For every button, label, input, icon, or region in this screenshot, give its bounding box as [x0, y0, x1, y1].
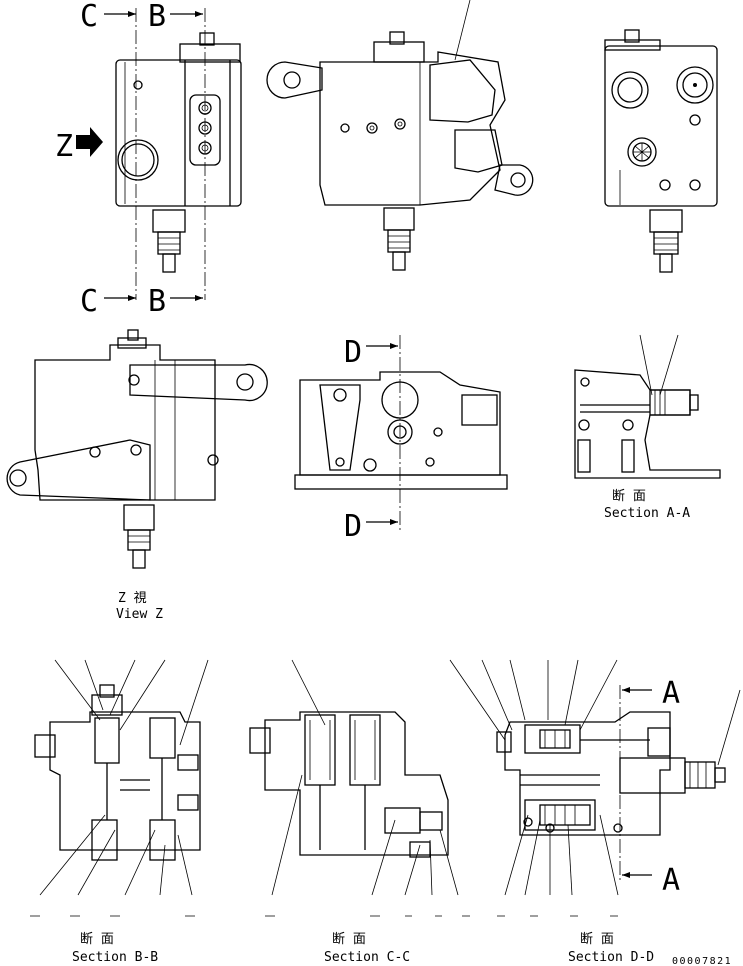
- section-c-c-caption: Section C-C: [324, 950, 410, 965]
- drawing-number: 00007821: [672, 956, 732, 966]
- section-a-a-caption: Section A-A: [604, 506, 690, 521]
- section-c-c: 断 面 Section C-C: [249, 659, 459, 965]
- rear-view: [604, 29, 718, 273]
- cut-label-c-top: C: [80, 0, 98, 34]
- section-c-c-caption-jp: 断 面: [332, 932, 366, 947]
- cut-label-a-bottom: A: [662, 863, 680, 898]
- view-z-caption-jp: Z 視: [118, 591, 147, 606]
- section-d-d-caption: Section D-D: [568, 950, 654, 965]
- view-z-caption: View Z: [116, 607, 163, 622]
- section-d-d-caption-jp: 断 面: [580, 932, 614, 947]
- cut-label-b-bottom: B: [148, 284, 166, 319]
- section-b-b-caption-jp: 断 面: [80, 932, 114, 947]
- view-arrow-label-z: Z: [55, 129, 73, 164]
- section-a-a: 断 面 Section A-A: [574, 334, 721, 521]
- cut-label-d-top: D: [344, 335, 362, 370]
- view-z: Z 視 View Z: [6, 329, 268, 622]
- front-view: C B C B Z: [55, 0, 242, 319]
- section-a-a-caption-jp: 断 面: [612, 489, 646, 504]
- section-d-d: A A 断 面 Section D-D: [449, 659, 741, 965]
- cut-label-c-bottom: C: [80, 284, 98, 319]
- section-b-b: 断 面 Section B-B: [34, 659, 209, 965]
- cut-label-d-bottom: D: [344, 509, 362, 544]
- section-b-b-caption: Section B-B: [72, 950, 158, 965]
- side-view: [266, 0, 534, 271]
- cut-label-b-top: B: [148, 0, 166, 34]
- top-view: D D: [294, 335, 508, 544]
- view-arrow-icon: [76, 127, 103, 157]
- cut-label-a-top: A: [662, 676, 680, 711]
